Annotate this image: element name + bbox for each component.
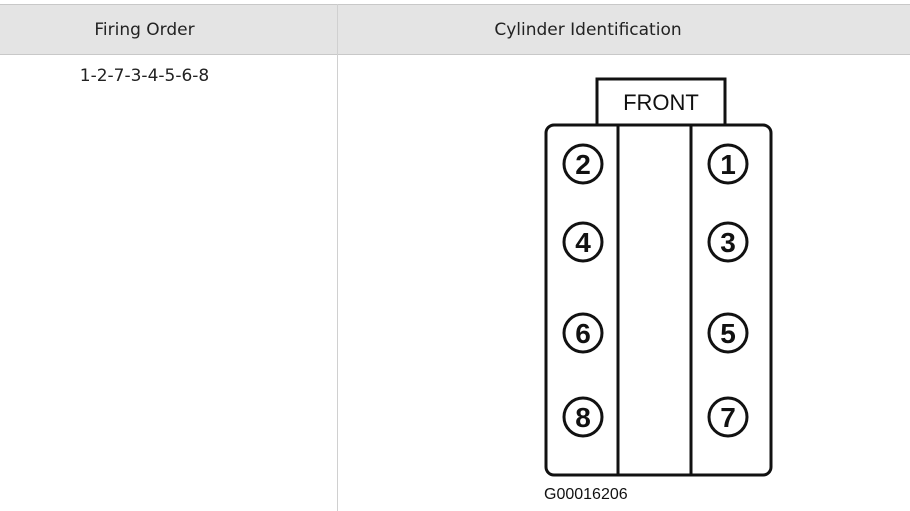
firing-order-table: Firing Order Cylinder Identification 1-2… xyxy=(0,4,910,511)
cylinder-2-label: 2 xyxy=(575,149,591,180)
cylinder-7-label: 7 xyxy=(720,402,736,433)
cylinder-8-label: 8 xyxy=(575,402,591,433)
right-cylinder-bank: 1 3 5 7 xyxy=(707,143,749,438)
cylinder-4-circle xyxy=(562,221,604,263)
cylinder-3-circle xyxy=(707,221,749,263)
cylinder-8-circle xyxy=(562,396,604,438)
cylinder-7-circle xyxy=(707,396,749,438)
cylinder-5-circle xyxy=(707,312,749,354)
firing-order-value: 1-2-7-3-4-5-6-8 xyxy=(79,66,210,86)
header-cylinder-identification: Cylinder Identification xyxy=(494,20,682,40)
front-box xyxy=(595,77,727,127)
cylinder-4-label: 4 xyxy=(575,227,591,258)
cylinder-3-label: 3 xyxy=(720,227,736,258)
header-firing-order: Firing Order xyxy=(94,20,195,40)
front-label: FRONT xyxy=(623,90,699,115)
cylinder-identification-diagram: FRONT 2 4 6 8 1 3 5 7 G00016206 xyxy=(540,74,780,506)
engine-block-outline xyxy=(544,123,773,477)
cylinder-5-label: 5 xyxy=(720,318,736,349)
left-cylinder-bank: 2 4 6 8 xyxy=(562,143,604,438)
table-header-row: Firing Order Cylinder Identification xyxy=(0,4,910,55)
cylinder-2-circle xyxy=(562,143,604,185)
cylinder-1-circle xyxy=(707,143,749,185)
cylinder-6-circle xyxy=(562,312,604,354)
figure-code: G00016206 xyxy=(544,486,628,503)
cylinder-6-label: 6 xyxy=(575,318,591,349)
column-divider xyxy=(337,4,338,511)
cylinder-1-label: 1 xyxy=(720,149,736,180)
